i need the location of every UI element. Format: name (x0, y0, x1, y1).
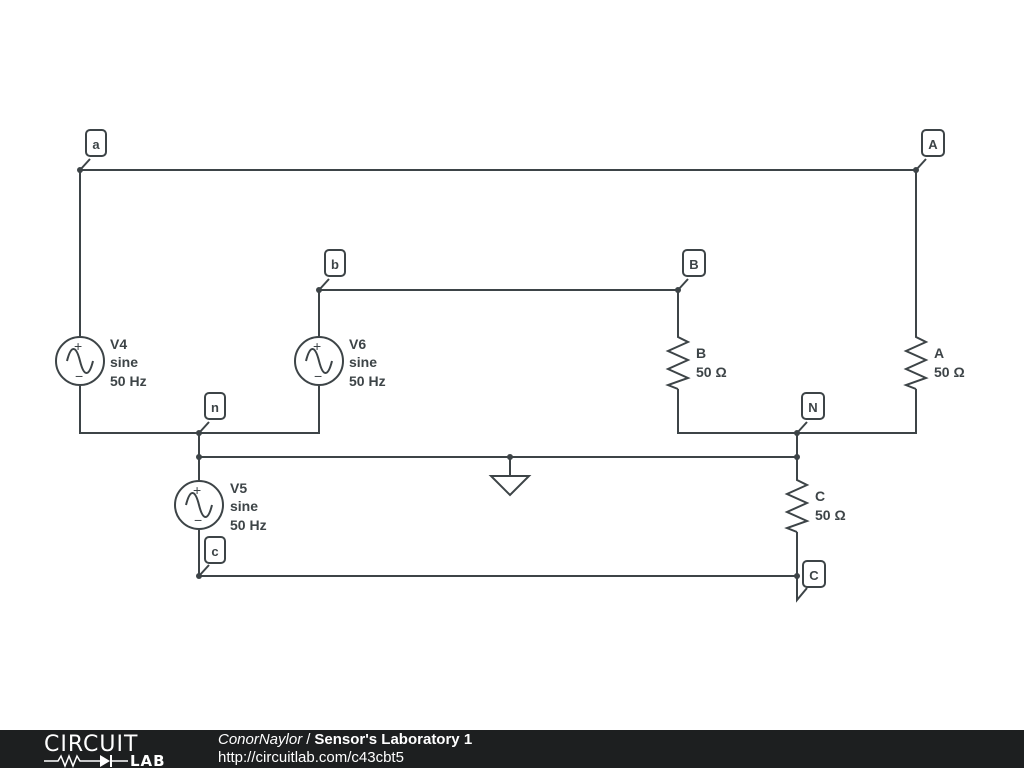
circuitlab-logo[interactable]: CIRCUIT LAB (44, 732, 184, 770)
source-frequency: 50 Hz (110, 373, 147, 389)
flag-pointer (318, 278, 330, 291)
net-label-n[interactable]: n (198, 392, 226, 434)
wire-resistorA-N (797, 389, 917, 434)
resistor-name: A (934, 345, 944, 361)
flag-box (324, 249, 346, 277)
resistor-b[interactable]: B 50 Ω (665, 335, 727, 390)
author-link[interactable]: ConorNaylor (218, 731, 303, 748)
junction-dot (507, 454, 513, 460)
ground-symbol[interactable] (488, 475, 532, 497)
resistor-value: 50 Ω (696, 364, 727, 380)
net-label-a[interactable]: a (79, 129, 107, 171)
resistor-c[interactable]: C 50 Ω (784, 478, 846, 533)
circuit-title-line: ConorNaylor/Sensor's Laboratory 1 (218, 731, 472, 748)
net-label-N[interactable]: N (796, 392, 825, 434)
logo-text-lab: LAB (130, 752, 166, 770)
source-type: sine (349, 354, 377, 370)
flag-pointer (796, 421, 808, 434)
voltage-source-v5[interactable]: + − V5 sine 50 Hz (174, 480, 267, 533)
flag-pointer (796, 576, 808, 603)
plus-sign: + (313, 338, 321, 354)
flag-text: a (92, 137, 100, 152)
resistor-name: B (696, 345, 706, 361)
resistor-zigzag-icon (665, 335, 691, 390)
sine-source-icon (55, 336, 105, 386)
title-separator: / (306, 731, 311, 748)
wire-V6-n (199, 386, 320, 434)
source-type: sine (110, 354, 138, 370)
voltage-source-v4[interactable]: + − V4 sine 50 Hz (55, 336, 147, 389)
flag-text: n (211, 400, 219, 415)
voltage-source-v6[interactable]: + − V6 sine 50 Hz (294, 336, 386, 389)
source-type: sine (230, 498, 258, 514)
flag-box (682, 249, 706, 277)
junction-dot (196, 454, 202, 460)
plus-sign: + (193, 482, 201, 498)
source-name: V5 (230, 480, 247, 496)
net-label-b[interactable]: b (318, 249, 346, 291)
flag-text: c (211, 544, 218, 559)
resistor-diode-logo-icon (44, 754, 128, 768)
footer-bar: CIRCUIT LAB ConorNaylor/Sensor's Laborat… (0, 730, 1024, 770)
source-frequency: 50 Hz (349, 373, 386, 389)
flag-text: N (808, 400, 817, 415)
minus-sign: − (314, 368, 322, 384)
net-label-B[interactable]: B (677, 249, 706, 291)
flag-pointer (915, 158, 927, 171)
schematic-canvas: + − V4 sine 50 Hz + − V6 sine 50 Hz + − … (55, 129, 965, 603)
flag-text: b (331, 257, 339, 272)
resistor-value: 50 Ω (934, 364, 965, 380)
wire-resistorB-N (677, 389, 797, 434)
flag-text: C (809, 568, 819, 583)
net-label-C[interactable]: C (796, 560, 826, 603)
flag-pointer (198, 564, 210, 577)
wire-V4-n (79, 386, 199, 434)
flag-pointer (677, 278, 689, 291)
resistor-zigzag-icon (903, 335, 929, 390)
net-label-A[interactable]: A (915, 129, 945, 171)
logo-text-circuit: CIRCUIT (44, 732, 139, 757)
flag-box (85, 129, 107, 157)
minus-sign: − (194, 512, 202, 528)
junction-dot (794, 454, 800, 460)
flag-box (802, 560, 826, 588)
minus-sign: − (75, 368, 83, 384)
flag-box (204, 392, 226, 420)
source-frequency: 50 Hz (230, 517, 267, 533)
sine-source-icon (294, 336, 344, 386)
resistor-a[interactable]: A 50 Ω (903, 335, 965, 390)
resistor-value: 50 Ω (815, 507, 846, 523)
source-name: V6 (349, 336, 366, 352)
sine-source-icon (174, 480, 224, 530)
circuit-title[interactable]: Sensor's Laboratory 1 (314, 731, 473, 748)
sine-wave-icon (185, 492, 213, 518)
flag-text: A (928, 137, 938, 152)
resistor-zigzag-icon (784, 478, 810, 533)
junctions (77, 167, 919, 579)
sine-wave-icon (305, 348, 333, 374)
sine-wave-icon (66, 348, 94, 374)
flag-box (801, 392, 825, 420)
flag-pointer (79, 158, 91, 171)
flag-box (204, 536, 226, 564)
net-label-c[interactable]: c (198, 536, 226, 577)
wires (79, 169, 917, 577)
circuit-url[interactable]: http://circuitlab.com/c43cbt5 (218, 749, 404, 766)
resistor-name: C (815, 488, 825, 504)
flag-box (921, 129, 945, 157)
plus-sign: + (74, 338, 82, 354)
flag-text: B (689, 257, 698, 272)
flag-pointer (198, 421, 210, 434)
source-name: V4 (110, 336, 127, 352)
